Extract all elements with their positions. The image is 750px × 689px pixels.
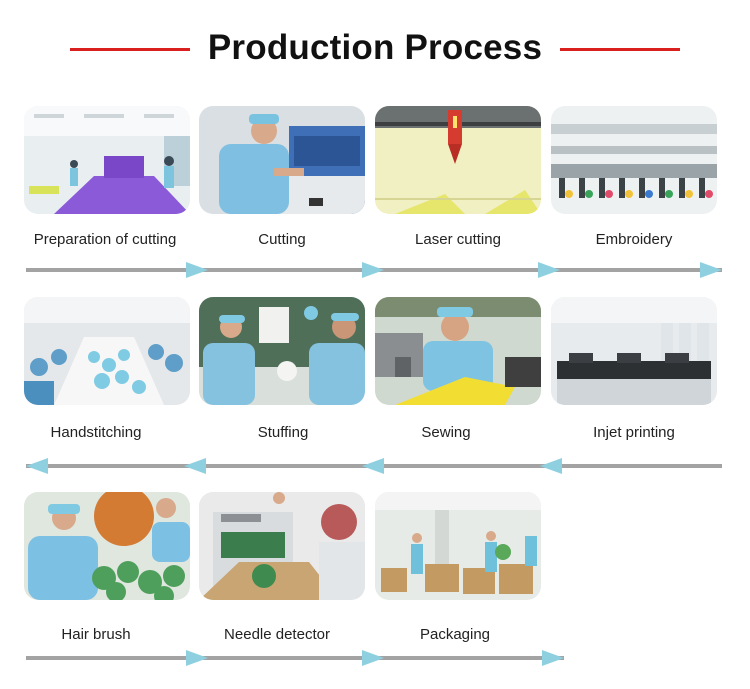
- step-photo-sewing: [375, 297, 541, 405]
- step-photo-hair-brush: [24, 492, 190, 600]
- page-header: Production Process: [0, 28, 750, 72]
- step-photo-cutting: [199, 106, 365, 214]
- step-label-stuffing: Stuffing: [257, 424, 309, 441]
- arrow-right-icon: [362, 650, 384, 666]
- step-photo-handstitching: [24, 297, 190, 405]
- flow-arrow-row-1: [26, 262, 722, 278]
- step-label-hair-brush: Hair brush: [61, 626, 131, 643]
- step-photo-laser-cutting: [375, 106, 541, 214]
- title-divider-left: [70, 48, 190, 51]
- step-photo-stuffing: [199, 297, 365, 405]
- arrow-left-icon: [362, 458, 384, 474]
- arrow-left-icon: [540, 458, 562, 474]
- arrow-left-icon: [184, 458, 206, 474]
- title-divider-right: [560, 48, 680, 51]
- step-label-cutting: Cutting: [258, 231, 306, 248]
- step-label-sewing: Sewing: [421, 424, 471, 441]
- arrow-right-icon: [538, 262, 560, 278]
- step-photo-injet-printing: [551, 297, 717, 405]
- step-label-preparation-of-cutting: Preparation of cutting: [33, 231, 177, 248]
- arrow-right-icon: [700, 262, 722, 278]
- arrow-right-icon: [542, 650, 564, 666]
- step-photo-packaging: [375, 492, 541, 600]
- flow-arrow-row-2: [26, 458, 722, 474]
- step-label-laser-cutting: Laser cutting: [415, 231, 501, 248]
- arrow-right-icon: [186, 262, 208, 278]
- page-title: Production Process: [207, 28, 543, 67]
- step-label-injet-printing: Injet printing: [593, 424, 675, 441]
- step-label-packaging: Packaging: [419, 626, 491, 643]
- arrow-left-icon: [26, 458, 48, 474]
- flow-track: [26, 656, 564, 660]
- step-photo-needle-detector: [199, 492, 365, 600]
- step-label-handstitching: Handstitching: [50, 424, 142, 441]
- step-label-needle-detector: Needle detector: [224, 626, 330, 643]
- arrow-right-icon: [362, 262, 384, 278]
- step-photo-preparation-of-cutting: [24, 106, 190, 214]
- step-photo-embroidery: [551, 106, 717, 214]
- arrow-right-icon: [186, 650, 208, 666]
- flow-arrow-row-3: [26, 650, 564, 666]
- step-label-embroidery: Embroidery: [595, 231, 673, 248]
